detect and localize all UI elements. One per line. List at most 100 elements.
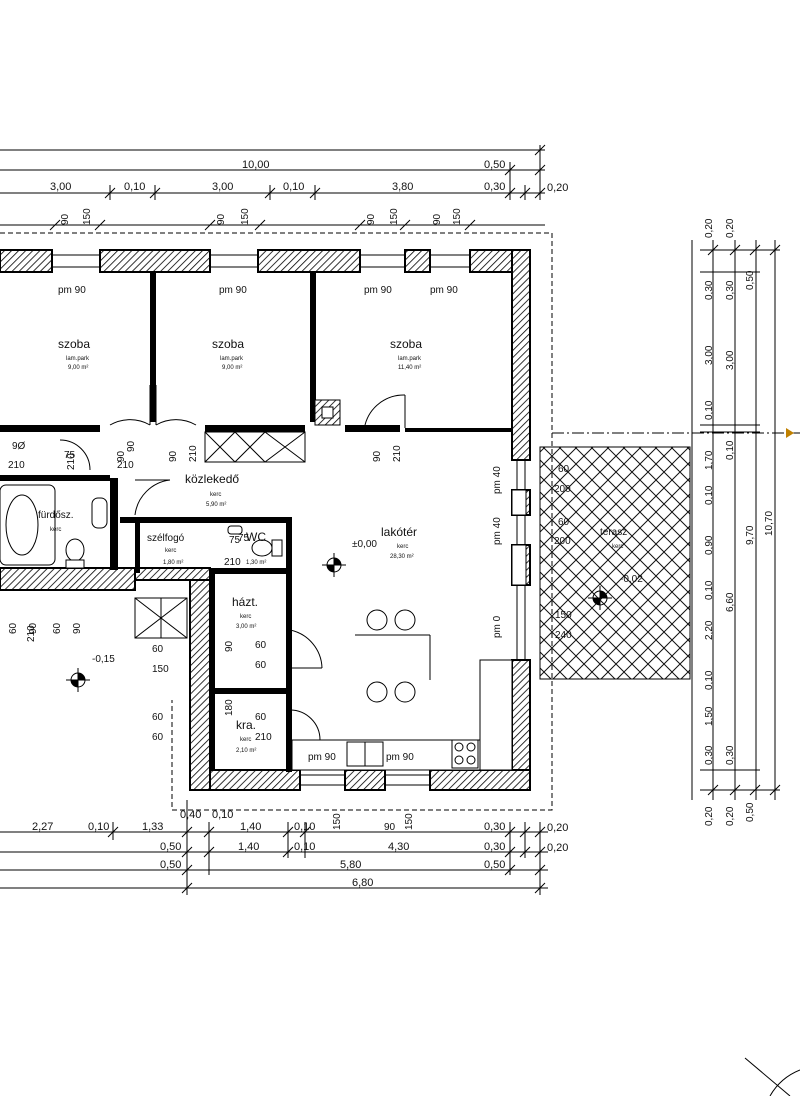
doors [59,385,406,741]
dim-bottom-3: 0,50 [484,859,505,871]
door-label: 150 [152,664,169,675]
door-label: 200 [554,484,571,495]
room-name-hazt: házt. [232,595,258,609]
dim-bottom-1: 0,20 [547,822,568,834]
room-area-szelfogo: 1,80 m² [163,560,183,566]
door-label: 9Ø [12,441,26,452]
door-label: 60 [52,622,63,634]
door-label: 210 [8,460,25,471]
dim-bottom-2: 0,30 [484,841,505,853]
door-label: 75 [229,535,241,546]
dim-right-2: 0,20 [725,806,736,826]
door-label: 210 [188,445,199,462]
dim-right-1: 2,20 [704,620,715,640]
dim-open-1: 90 [60,213,71,225]
terrace [539,446,691,680]
dim-bottom-1: 0,10 [88,821,109,833]
room-floor-furdosz: kerc [50,527,61,533]
dim-open-5: 90 [366,213,377,225]
room-name-szoba-3: szoba [390,337,422,351]
dim-top-2-7: 0,20 [547,182,568,194]
door-label: 90 [126,440,137,452]
room-area-szoba-1: 9,00 m² [68,365,88,371]
room-area-hazt: 3,00 m² [236,624,256,630]
door-label: 240 [555,630,572,641]
dim-right-1: 0,10 [704,670,715,690]
room-area-wc: 1,30 m² [246,560,266,566]
dim-right-1: 0,90 [704,535,715,555]
room-floor-kra: kerc [240,737,251,743]
door-label: 150 [555,610,572,621]
dim-bottom-4: 6,80 [352,877,373,889]
dim-bottom-1: 0,40 [180,809,201,821]
window-label: pm 90 [430,285,458,296]
room-floor-szoba-2: lam.park [220,356,244,362]
dim-right-1: 0,10 [704,485,715,505]
room-floor-szelfogo: kerc [165,548,176,554]
room-floor-terasz: kerc [612,544,623,550]
dim-right-1: 1,70 [704,450,715,470]
sink-icon [91,497,108,529]
room-name-lakoter: lakótér [381,525,417,539]
level-marker-icon [588,586,612,610]
room-floor-kozlekedo: kerc [210,492,221,498]
dim-bottom-1: 2,27 [32,821,53,833]
window-label: pm 90 [58,285,86,296]
dim-bottom-2: 0,20 [547,842,568,854]
dim-right-3: 0,50 [745,270,756,290]
room-floor-hazt: kerc [240,614,251,620]
door-label: 60 [255,660,267,671]
door-label: 210 [66,453,77,470]
room-name-furdosz: fürdősz. [38,510,74,521]
room-name-kra: kra. [236,718,256,732]
dim-top-2-2: 0,10 [124,181,145,193]
dim-bottom-1: 90 [384,822,396,833]
door-label: 200 [554,536,571,547]
dim-bottom-2: 4,30 [388,841,409,853]
door-label: 90 [372,450,383,462]
door-label: 210 [255,732,272,743]
outer-outline [0,232,800,811]
window-labels: pm 90 pm 90 pm 90 pm 90 pm 90 pm 90 pm 4… [58,285,503,763]
door-label: 60 [255,640,267,651]
room-name-terasz: terasz [600,527,627,538]
dim-right-1: 0,30 [704,745,715,765]
dim-bottom-1: 0,10 [294,821,315,833]
level-marker-icon [66,668,90,692]
dim-bottom-1: 150 [332,813,343,830]
door-label: 210 [117,460,134,471]
dim-top-2-5: 3,80 [392,181,413,193]
door-label: 60 [8,622,19,634]
door-label: 60 [152,712,164,723]
dim-right-2: 6,60 [725,592,736,612]
window-label: pm 90 [219,285,247,296]
level-terrace: -0,02 [620,574,643,585]
room-name-szoba-1: szoba [58,337,90,351]
door-label: 210 [26,625,37,642]
dim-right-1: 0,30 [704,280,715,300]
dim-top-2-3: 3,00 [212,181,233,193]
dim-right-2: 0,30 [725,280,736,300]
fixtures [0,484,513,771]
door-label: 90 [224,640,235,652]
room-name-wc: WC [246,530,266,544]
room-labels: szoba lam.park 9,00 m² szoba lam.park 9,… [38,337,627,754]
dim-top-total: 10,00 [242,159,270,171]
level-main: ±0,00 [352,539,377,550]
window-label: pm 40 [492,466,503,494]
dim-right-1: 0,10 [704,580,715,600]
door-label: 90 [72,622,83,634]
dim-right-3: 0,50 [745,802,756,822]
door-label: 60 [255,712,267,723]
dim-open-6: 150 [389,208,400,225]
dim-top-2-1: 3,00 [50,181,71,193]
window-label: pm 40 [492,517,503,545]
room-name-szelfogo: szélfogó [147,533,185,544]
dim-bottom-2: 0,10 [294,841,315,853]
level-marker-icon [322,553,346,577]
window-label: pm 90 [364,285,392,296]
room-area-kozlekedo: 5,90 m² [206,502,226,508]
dim-top-2-4: 0,10 [283,181,304,193]
cooktop-icon [451,739,479,769]
